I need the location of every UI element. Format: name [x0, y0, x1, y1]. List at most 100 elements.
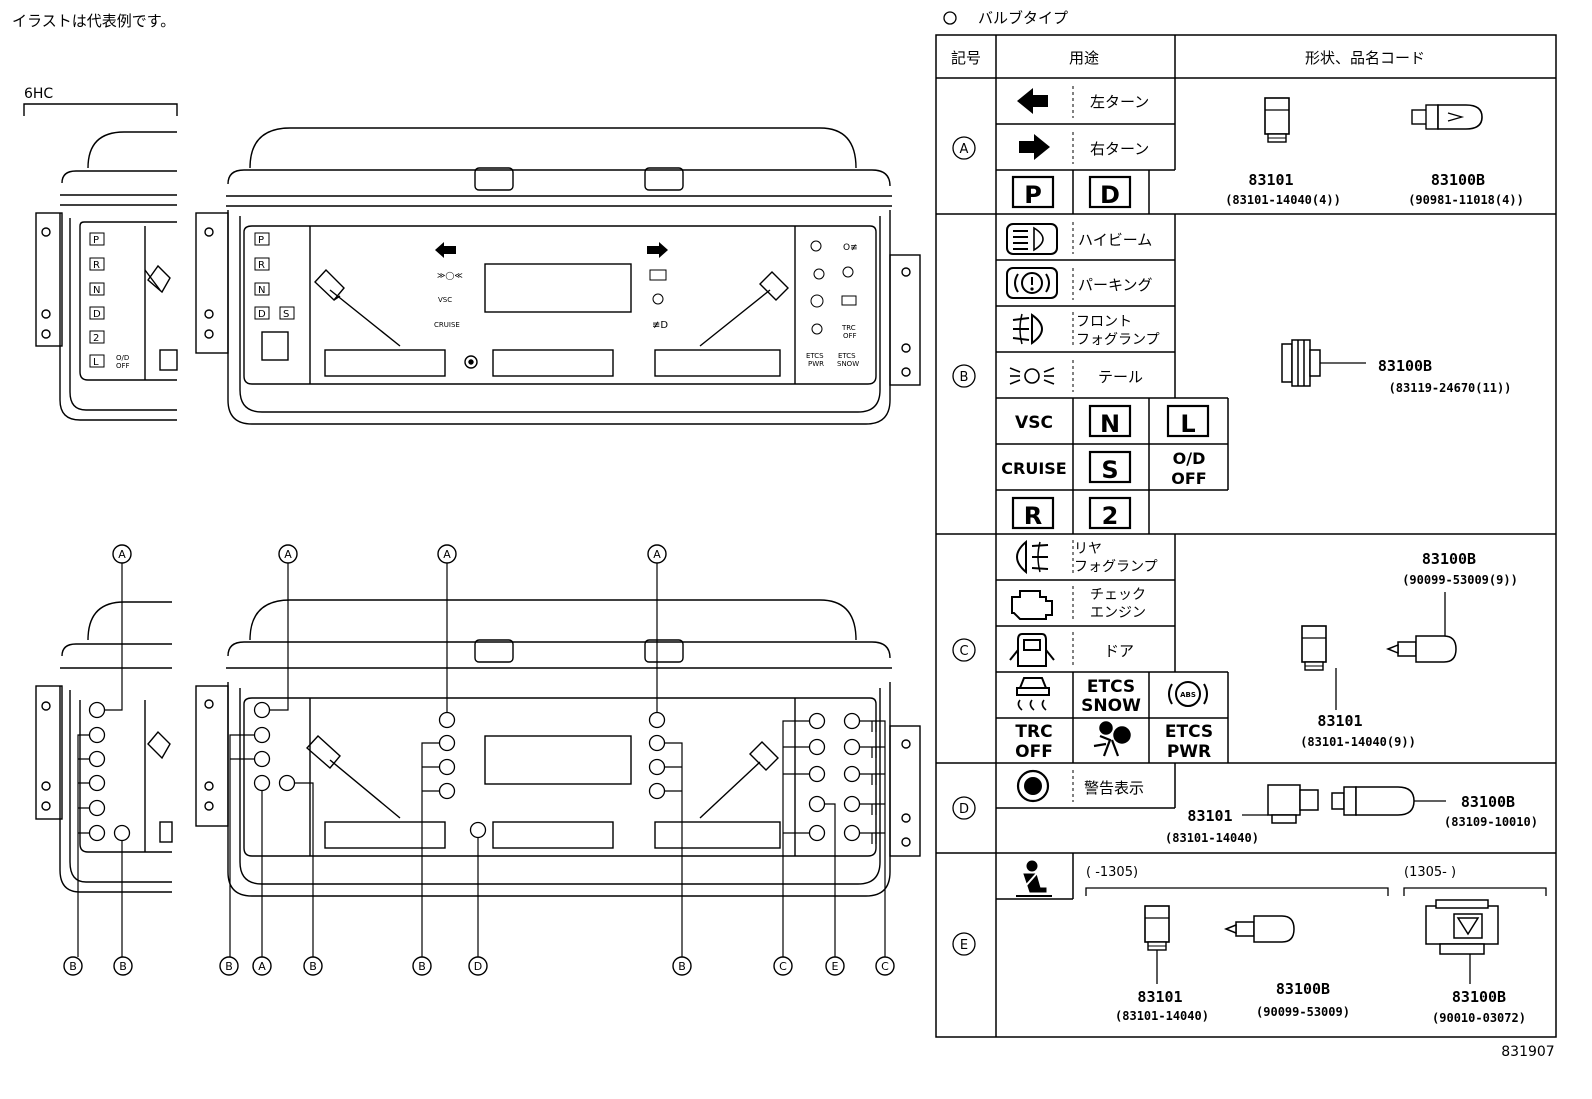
part-b-code: (83119-24670(11))	[1389, 381, 1512, 395]
svg-text:B: B	[69, 960, 77, 973]
front-fog-label-1: フロント	[1076, 314, 1132, 330]
svg-text:B: B	[960, 370, 969, 385]
range-before: ( -1305)	[1086, 865, 1138, 880]
header-shape-code: 形状、品名コード	[1305, 49, 1425, 67]
svg-text:B: B	[418, 960, 426, 973]
svg-text:C: C	[881, 960, 889, 973]
callouts-top: A A A A	[112, 544, 667, 564]
partial-cluster-top-labels: P R N D 2 L O/D OFF	[89, 232, 130, 370]
svg-text:SNOW: SNOW	[837, 360, 859, 368]
rear-fog-icon: O≢	[843, 243, 858, 253]
l-indicator: L	[1180, 410, 1195, 438]
two-indicator: 2	[1102, 502, 1119, 530]
high-beam-icon	[1006, 223, 1058, 255]
right-turn-label: 右ターン	[1090, 140, 1149, 158]
illustration-note: イラストは代表例です。	[12, 12, 176, 30]
part-e2: 83100B	[1276, 980, 1330, 998]
table-title: バルブタイプ	[978, 9, 1068, 27]
svg-text:A: A	[653, 548, 661, 561]
model-label: 6HC	[24, 86, 53, 102]
cruise-indicator: CRUISE	[1001, 459, 1066, 478]
abs-icon	[1168, 681, 1208, 707]
high-beam-label: ハイビーム	[1078, 231, 1152, 249]
parking-icon	[652, 293, 664, 305]
front-fog-label-2: フォグランプ	[1076, 332, 1160, 348]
off-label: OFF	[1171, 469, 1206, 488]
svg-text:D: D	[258, 309, 266, 320]
svg-text:B: B	[309, 960, 317, 973]
door-icon	[1009, 633, 1055, 667]
svg-text:P: P	[93, 235, 99, 246]
part-e3: 83100B	[1452, 988, 1506, 1006]
c-bulb-icon	[1385, 635, 1457, 663]
seatbelt-icon	[811, 323, 823, 335]
svg-text:B: B	[225, 960, 233, 973]
svg-text:ABS: ABS	[1180, 691, 1196, 699]
part-e3-code: (90010-03072)	[1432, 1011, 1526, 1025]
part-c-bottom: 83101	[1317, 712, 1362, 730]
row-a: A 左ターン 右ターン P D 83101 (83101-14040(4)) 8…	[952, 88, 1524, 209]
svg-text:S: S	[283, 309, 289, 320]
svg-text:2: 2	[93, 333, 99, 344]
header-usage: 用途	[1069, 49, 1099, 67]
svg-text:A: A	[960, 142, 969, 157]
front-fog-icon: ≢D	[652, 320, 668, 331]
full-cluster-top-labels: P R N D S ≫◯≪ VSC CRUISE ≢D O≢ TRC OFF E…	[254, 232, 859, 368]
seatbelt-icon	[1016, 860, 1052, 897]
svg-text:B: B	[678, 960, 686, 973]
svg-text:ETCS: ETCS	[838, 352, 856, 360]
row-e: E ( -1305) (1305- ) 83101 (83101-14040)	[952, 860, 1547, 1025]
svg-text:C: C	[779, 960, 787, 973]
part-d1: 83101	[1187, 807, 1232, 825]
part-a2-code: (90981-11018(4))	[1408, 193, 1524, 207]
diagram-id: 831907	[1501, 1044, 1554, 1060]
full-cluster-top	[195, 127, 921, 425]
full-cluster-bottom	[195, 599, 921, 897]
svg-text:R: R	[258, 260, 265, 271]
bulb-type-table: バルブタイプ	[935, 9, 1557, 1060]
tail-label: テール	[1098, 368, 1143, 386]
b-bulb-icon	[1281, 339, 1366, 387]
warning-indicator-icon	[1016, 769, 1050, 803]
vsc-indicator: VSC	[1015, 413, 1053, 433]
check-engine-icon	[1011, 590, 1053, 620]
part-e1-code: (83101-14040)	[1115, 1009, 1209, 1023]
full-cluster-bottom-sockets	[229, 563, 886, 957]
etcs-snow-label-2: SNOW	[1081, 696, 1141, 716]
part-c-top-code: (90099-53009(9))	[1402, 573, 1518, 587]
svg-text:P: P	[258, 235, 264, 246]
part-d2: 83100B	[1461, 793, 1515, 811]
part-d2-code: (83109-10010)	[1444, 815, 1538, 829]
e-bulb-icon	[1223, 915, 1295, 943]
etcs-pwr-label-2: PWR	[1167, 742, 1211, 762]
front-fog-icon	[1012, 313, 1043, 345]
title-circle-icon	[943, 11, 957, 25]
trc-label: TRC	[1015, 722, 1052, 742]
svg-text:E: E	[832, 960, 839, 973]
part-a1-code: (83101-14040(4))	[1225, 193, 1341, 207]
part-a2: 83100B	[1431, 171, 1485, 189]
rear-fog-icon	[1016, 539, 1049, 575]
left-turn-icon	[435, 242, 456, 258]
svg-text:TRC: TRC	[841, 324, 856, 332]
svg-text:O/D: O/D	[116, 354, 129, 362]
engine-icon	[841, 295, 857, 306]
svg-text:R: R	[93, 260, 100, 271]
tail-light-icon	[1009, 367, 1055, 385]
svg-text:D: D	[959, 802, 969, 817]
rear-fog-label-2: フォグランプ	[1074, 559, 1158, 575]
left-turn-icon	[1017, 88, 1048, 114]
header-symbol: 記号	[951, 49, 981, 67]
part-d1-code: (83101-14040)	[1165, 831, 1259, 845]
partial-cluster-top	[35, 131, 178, 421]
d-bulb-icon	[1267, 784, 1415, 824]
range-after: (1305- )	[1404, 865, 1456, 880]
callouts-bottom: B B B A B B D B C E C	[63, 956, 895, 976]
partial-cluster-bottom-sockets	[77, 563, 131, 957]
airbag-icon	[813, 268, 825, 280]
svg-text:D: D	[93, 309, 101, 320]
part-e2-code: (90099-53009)	[1256, 1005, 1350, 1019]
high-beam-icon	[649, 269, 667, 281]
row-c: C リヤ フォグランプ チェック エンジン ドア ETCS SNOW	[952, 539, 1518, 762]
svg-text:ETCS: ETCS	[806, 352, 824, 360]
